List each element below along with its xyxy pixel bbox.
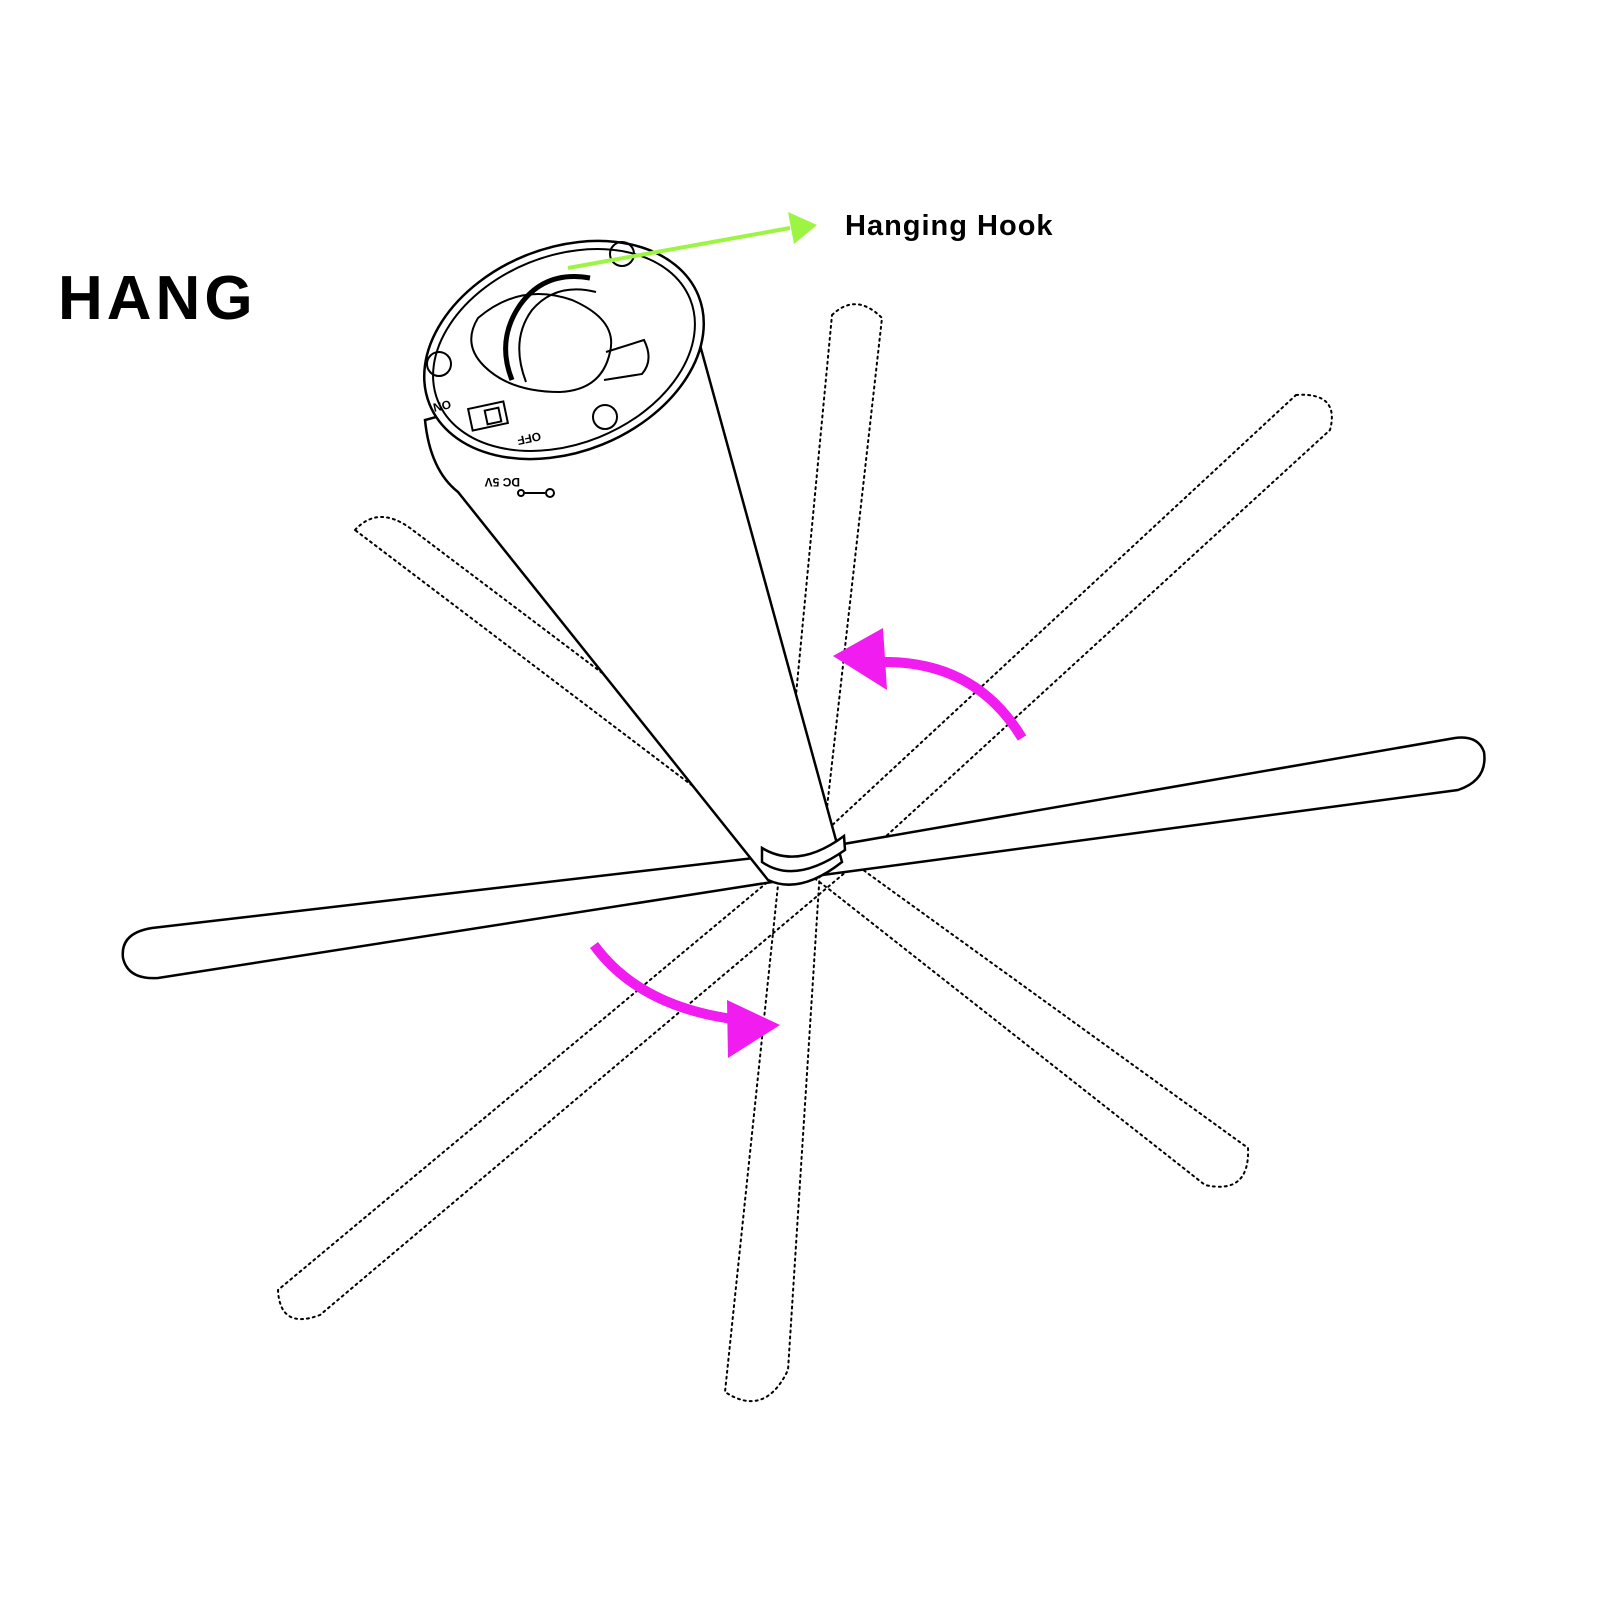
ghost-blade-diagonal-b — [276, 393, 1333, 1320]
switch-on-label: ON — [432, 397, 453, 414]
battery-cover — [470, 293, 613, 394]
fan-body: ON OFF DC 5V — [422, 239, 847, 886]
power-label: DC 5V — [485, 475, 520, 489]
callout-arrow — [567, 212, 817, 270]
rotation-arrow-upper — [879, 656, 1027, 741]
rotation-arrow-lower — [589, 942, 741, 1025]
power-switch-knob — [483, 406, 503, 426]
fan-body-shell — [423, 343, 844, 886]
ghost-blades — [276, 303, 1333, 1402]
switch-off-label: OFF — [516, 429, 542, 448]
rotation-arrows — [589, 628, 1027, 1058]
dc-polarity-icon — [517, 488, 555, 498]
hanging-hook-label: Hanging Hook — [845, 210, 1054, 242]
power-switch — [466, 400, 510, 432]
fan-top-plate — [422, 239, 706, 461]
fan-top-plate-inner — [432, 248, 696, 452]
hanging-hook-icon — [503, 274, 591, 381]
ghost-blade-diagonal-a — [353, 516, 1250, 1188]
callout-arrowhead — [788, 212, 817, 244]
diagram-title: HANG — [58, 264, 257, 333]
screw-hole-icon — [426, 351, 452, 377]
screw-hole-icon — [592, 404, 618, 430]
callout-arrow-line — [567, 226, 791, 270]
fan-bottom-cap — [760, 833, 847, 873]
rotation-arrowhead-upper — [833, 628, 887, 690]
screw-hole-icon — [609, 241, 635, 267]
battery-tab — [603, 338, 650, 381]
hanging-hook-icon-inner — [518, 288, 597, 383]
ghost-blade-vertical — [723, 303, 884, 1402]
rotation-arrowhead-lower — [727, 1000, 780, 1058]
